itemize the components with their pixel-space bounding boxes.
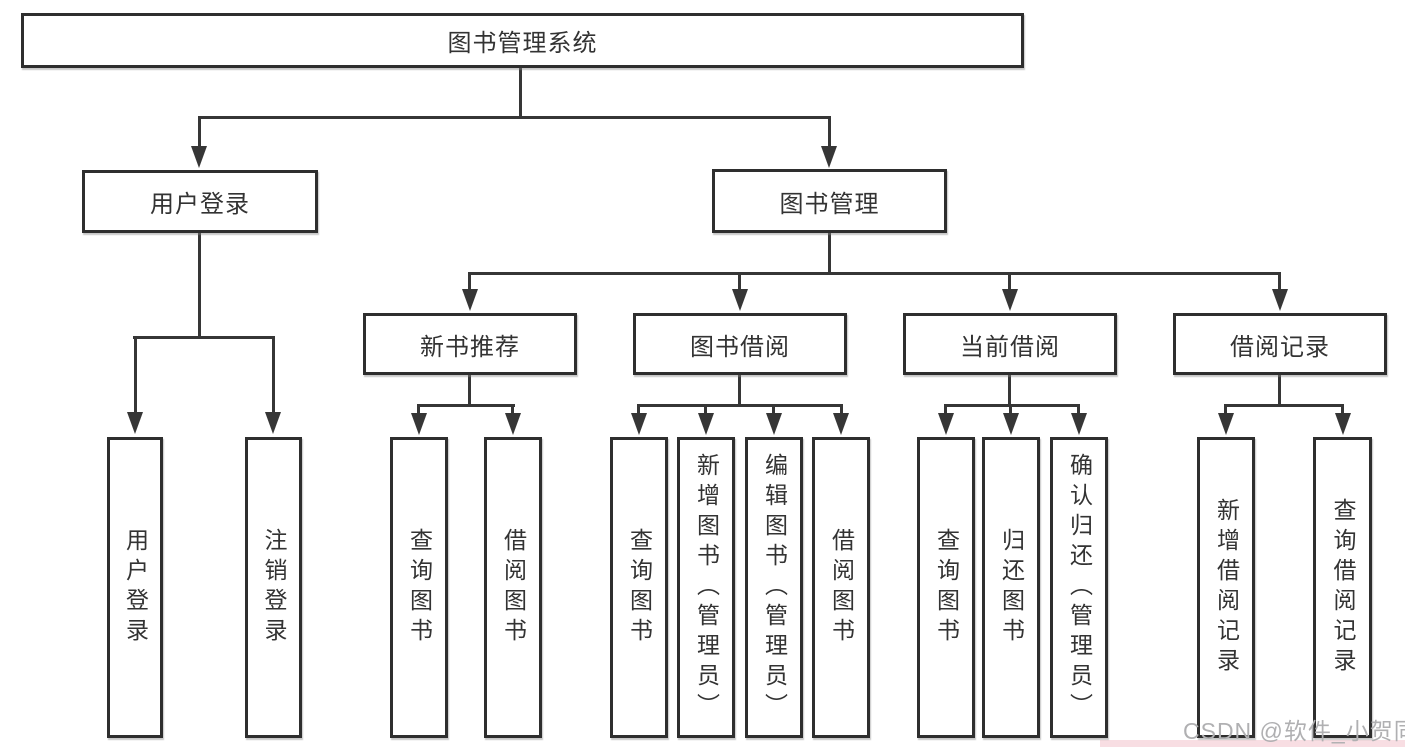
connector-drop	[511, 404, 514, 418]
connector-drop	[1341, 404, 1344, 418]
leaf-logout: 注销登录	[245, 437, 302, 738]
connector-borrowing-drop	[738, 272, 741, 292]
arrow-to-user-login	[191, 146, 207, 168]
node-library-management-system: 图书管理系统	[21, 13, 1024, 68]
connector-drop	[637, 404, 640, 418]
arrow-to-book-borrowing	[732, 289, 748, 311]
connector-borrowing-hbar	[637, 404, 843, 407]
arrow-to-borrow-books-1	[505, 413, 521, 435]
connector-level3-hbar	[468, 272, 1281, 275]
leaf-borrow-books-1: 借阅图书	[484, 437, 542, 738]
leaf-label: 查询图书	[626, 527, 653, 648]
connector-newbook-drop	[468, 272, 471, 292]
node-label: 新书推荐	[420, 333, 520, 361]
node-label: 当前借阅	[960, 333, 1060, 361]
connector-drop	[1224, 404, 1227, 418]
connector-drop	[772, 404, 775, 418]
node-label: 借阅记录	[1230, 333, 1330, 361]
connector-book-mgmt-stem	[828, 233, 831, 275]
leaf-query-books-1: 查询图书	[390, 437, 448, 738]
node-user-login: 用户登录	[82, 170, 318, 233]
connector-records-hbar	[1224, 404, 1344, 407]
connector-root-hbar	[198, 116, 831, 119]
arrow-to-query-books-1	[411, 413, 427, 435]
arrow-to-book-management	[821, 146, 837, 168]
arrow-to-login	[127, 412, 143, 434]
watermark-text: CSDN @软件_小贺同学	[1183, 718, 1405, 744]
arrow-to-confirm-return	[1071, 413, 1087, 435]
leaf-edit-book-admin: 编辑图书（管理员）	[745, 437, 803, 738]
connector-logout-drop	[272, 336, 275, 416]
leaf-label: 查询图书	[406, 527, 433, 648]
connector-login-drop	[134, 336, 137, 416]
connector-newbook-stem	[468, 375, 471, 407]
connector-newbook-hbar	[417, 404, 515, 407]
watermark-bar	[1100, 740, 1405, 747]
arrow-to-query-books-2	[631, 413, 647, 435]
arrow-to-current-borrowing	[1002, 289, 1018, 311]
arrow-to-logout	[265, 412, 281, 434]
arrow-to-edit-book	[766, 413, 782, 435]
connector-current-drop	[1008, 272, 1011, 292]
leaf-borrow-books-2: 借阅图书	[812, 437, 870, 738]
connector-drop	[944, 404, 947, 418]
node-label: 用户登录	[150, 191, 250, 218]
leaf-label: 归还图书	[998, 527, 1025, 648]
leaf-query-books-2: 查询图书	[610, 437, 668, 738]
connector-user-login-drop	[198, 116, 201, 148]
connector-drop	[1077, 404, 1080, 418]
connector-current-stem	[1008, 375, 1011, 407]
leaf-label: 确认归还（管理员）	[1066, 452, 1093, 723]
connector-drop	[840, 404, 843, 418]
leaf-label: 用户登录	[122, 527, 149, 648]
arrow-to-return-books	[1003, 413, 1019, 435]
arrow-to-query-books-3	[938, 413, 954, 435]
arrow-to-add-borrow-record	[1218, 413, 1234, 435]
connector-drop	[704, 404, 707, 418]
arrow-to-borrowing-records	[1272, 289, 1288, 311]
connector-records-drop	[1278, 272, 1281, 292]
connector-drop	[1009, 404, 1012, 418]
connector-user-login-hbar	[133, 336, 274, 339]
node-book-borrowing: 图书借阅	[633, 313, 847, 375]
leaf-add-borrow-record: 新增借阅记录	[1197, 437, 1255, 738]
arrow-to-borrow-books-2	[833, 413, 849, 435]
leaf-confirm-return-admin: 确认归还（管理员）	[1050, 437, 1108, 738]
leaf-add-book-admin: 新增图书（管理员）	[677, 437, 735, 738]
node-label: 图书管理	[779, 190, 880, 218]
node-borrowing-records: 借阅记录	[1173, 313, 1387, 375]
node-label: 图书借阅	[690, 333, 790, 361]
leaf-label: 借阅图书	[500, 527, 527, 648]
connector-borrowing-stem	[738, 375, 741, 407]
node-new-book-recommendation: 新书推荐	[363, 313, 577, 375]
leaf-user-login: 用户登录	[107, 437, 163, 738]
leaf-query-borrow-record: 查询借阅记录	[1313, 437, 1372, 738]
arrow-to-add-book	[698, 413, 714, 435]
leaf-label: 新增借阅记录	[1213, 497, 1240, 678]
node-book-management: 图书管理	[712, 169, 947, 233]
node-current-borrowing: 当前借阅	[903, 313, 1117, 375]
leaf-label: 编辑图书（管理员）	[761, 452, 788, 723]
leaf-query-books-3: 查询图书	[917, 437, 975, 738]
leaf-label: 新增图书（管理员）	[693, 452, 720, 723]
connector-records-stem	[1278, 375, 1281, 407]
arrow-to-query-borrow-record	[1335, 413, 1351, 435]
leaf-label: 查询借阅记录	[1330, 497, 1356, 678]
root-label: 图书管理系统	[447, 30, 598, 57]
connector-current-hbar	[944, 404, 1080, 407]
leaf-return-books: 归还图书	[982, 437, 1040, 738]
connector-drop	[417, 404, 420, 418]
connector-book-mgmt-drop	[828, 116, 831, 148]
leaf-label: 借阅图书	[828, 527, 855, 648]
arrow-to-new-book-recommendation	[462, 289, 478, 311]
connector-user-login-stem	[198, 233, 201, 339]
leaf-label: 查询图书	[933, 527, 960, 648]
leaf-label: 注销登录	[261, 527, 287, 648]
connector-root-stem	[519, 67, 522, 119]
